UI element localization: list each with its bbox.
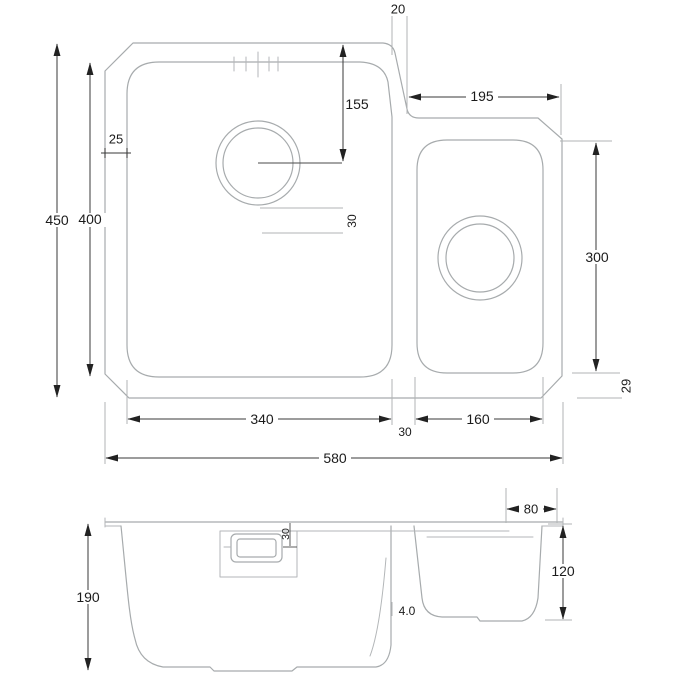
overflow-outer — [230, 533, 283, 563]
dim-label-overall-width: 580 — [323, 450, 347, 466]
dim-label-drain-from-top: 155 — [345, 96, 369, 112]
small-bowl-section — [413, 525, 543, 622]
section-dimension-lines — [84, 505, 567, 671]
main-bowl-section — [120, 525, 392, 672]
dim-label-right-section-width: 80 — [524, 502, 538, 517]
dim-label-divider-width: 30 — [398, 425, 412, 439]
sink-outer-outline — [104, 42, 563, 399]
small-bowl-rim — [416, 139, 544, 374]
dim-label-drain-lines-gap: 30 — [345, 214, 359, 228]
dim-label-wall-thickness: 4.0 — [399, 604, 416, 618]
dim-label-left-rim: 25 — [109, 132, 123, 147]
dim-label-overall-depth: 450 — [45, 212, 69, 228]
dim-label-bottom-right-rim: 29 — [619, 379, 634, 393]
section-dimension-labels: 190 30 80 120 4.0 — [72, 502, 580, 618]
overflow-inner — [236, 538, 277, 558]
main-bowl-rim — [126, 61, 393, 378]
dim-label-main-bowl-inner-depth: 400 — [78, 211, 102, 227]
overflow-assembly — [219, 530, 298, 578]
dim-label-small-section-width: 195 — [470, 88, 494, 104]
dim-label-small-bowl-width: 160 — [466, 411, 490, 427]
small-drain-outer — [437, 215, 523, 301]
section-view: 190 30 80 120 4.0 — [72, 488, 580, 672]
dim-label-main-bowl-depth: 190 — [76, 589, 100, 605]
plan-dimension-lines — [53, 43, 600, 462]
tap-hole-ticks — [233, 51, 279, 78]
dim-label-small-bowl-inner-depth: 300 — [585, 249, 609, 265]
plan-view: 450 400 25 155 30 20 195 300 29 340 30 1… — [41, 2, 634, 466]
overflow-recess — [219, 530, 298, 578]
plan-extension-lines — [104, 16, 622, 464]
dim-label-main-bowl-width: 340 — [250, 411, 274, 427]
dim-label-step-width: 20 — [391, 2, 405, 17]
divider-wall-inner-line — [369, 557, 387, 657]
small-drain-inner — [445, 223, 515, 293]
section-extension-lines — [391, 488, 572, 621]
dim-label-small-bowl-depth: 120 — [551, 563, 575, 579]
dim-label-overflow-from-rim: 30 — [280, 528, 292, 540]
plan-dimension-labels: 450 400 25 155 30 20 195 300 29 340 30 1… — [41, 2, 634, 466]
